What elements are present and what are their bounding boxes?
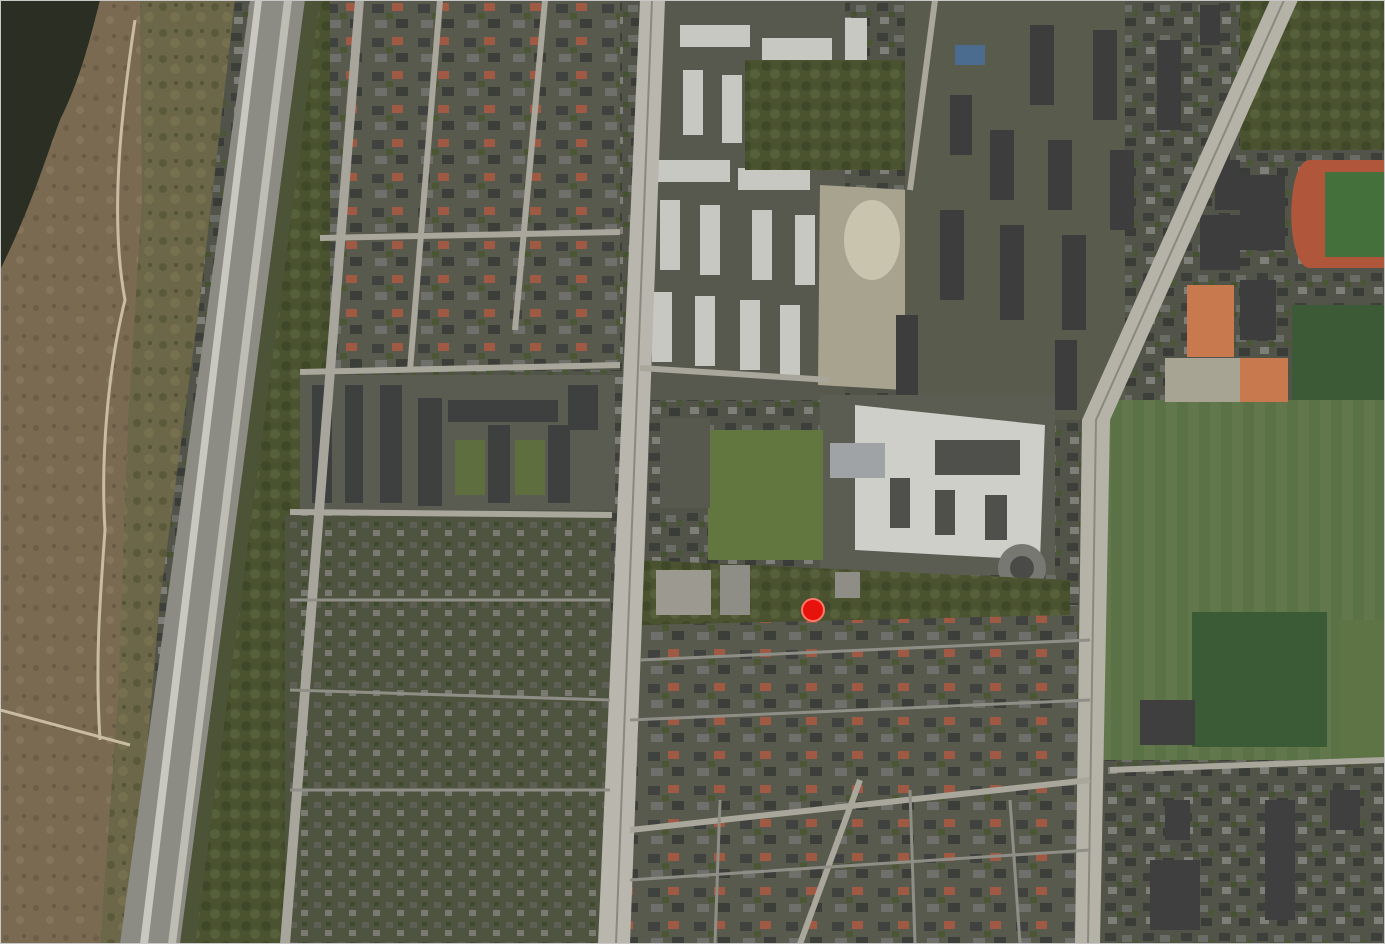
residential-block — [330, 0, 620, 370]
residential-south — [630, 605, 1100, 944]
footpath-spur — [0, 708, 131, 747]
courtyard — [515, 440, 545, 495]
park — [745, 60, 905, 170]
footpath — [96, 19, 137, 741]
motorway-verge — [180, 0, 320, 944]
artificial-pitch — [1192, 612, 1327, 747]
motorway-lane — [140, 0, 262, 944]
field-right — [1340, 620, 1385, 760]
courtyard — [455, 440, 485, 495]
location-dot-icon[interactable] — [801, 598, 825, 622]
highrise-area — [905, 0, 1125, 420]
clay-court — [1187, 285, 1234, 357]
clay-court — [1240, 358, 1288, 402]
motorway-lane — [168, 0, 292, 944]
artificial-pitch — [1292, 305, 1385, 400]
apartment-strip-west — [195, 0, 360, 944]
school-building — [855, 405, 1045, 560]
stadium-pitch — [1325, 172, 1385, 257]
green-field — [708, 430, 823, 560]
main-road — [598, 0, 665, 944]
terrace-buildings — [652, 18, 867, 375]
highrise-buildings — [896, 5, 1220, 410]
southeast-buildings — [1140, 700, 1360, 930]
arterial-road — [1075, 0, 1298, 944]
allotment-gardens — [285, 515, 610, 944]
lake — [0, 0, 100, 270]
cross-streets — [289, 0, 1385, 944]
apartment-buildings — [312, 385, 598, 506]
playground — [955, 45, 985, 65]
residential-streets — [289, 598, 1091, 944]
scrub-belt — [100, 0, 235, 944]
